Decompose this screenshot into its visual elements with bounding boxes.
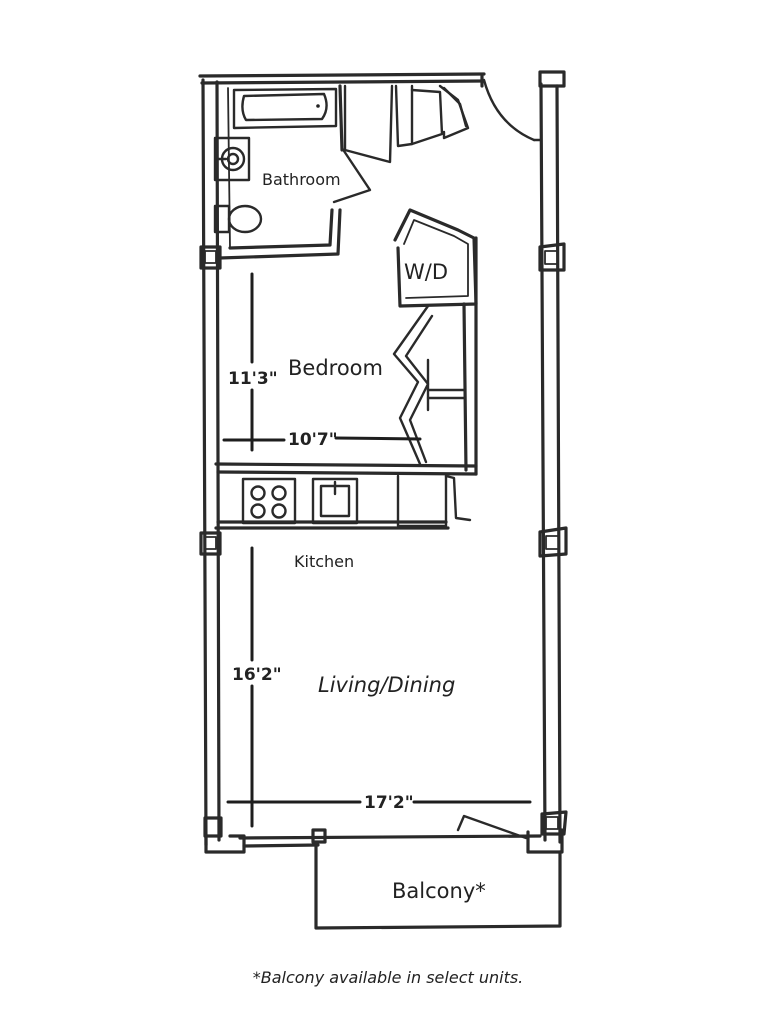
refrigerator	[396, 474, 472, 528]
bedroom-width-label: 10'7"	[288, 430, 338, 450]
column-right-lower	[540, 810, 568, 836]
bedroom-depth-label: 11'3"	[228, 369, 278, 389]
bathtub	[232, 87, 338, 130]
kitchen-label: Kitchen	[294, 552, 354, 571]
columns	[199, 242, 568, 838]
kitchen-sink	[311, 477, 359, 525]
washer-dryer-label: W/D	[404, 260, 448, 284]
balcony	[311, 814, 562, 930]
bathroom	[213, 84, 372, 260]
bedroom-label: Bedroom	[288, 356, 383, 380]
bedroom	[214, 236, 478, 476]
washer-dryer-closet	[393, 208, 478, 308]
toilet	[213, 204, 263, 234]
dimension-lines	[222, 272, 532, 828]
cooktop	[241, 477, 297, 525]
kitchen	[214, 474, 472, 530]
column-left-lower	[203, 816, 223, 838]
living-dining-label: Living/Dining	[318, 673, 455, 697]
living-width-label: 17'2"	[364, 793, 414, 813]
balcony-label: Balcony*	[392, 879, 486, 903]
exterior-walls	[198, 70, 566, 854]
entry-closet	[343, 84, 470, 164]
column-left-middle	[199, 531, 222, 556]
balcony-footnote: *Balcony available in select units.	[252, 968, 524, 987]
entry-door	[480, 74, 542, 142]
column-right-middle	[538, 526, 568, 558]
bathroom-label: Bathroom	[262, 170, 341, 189]
living-depth-label: 16'2"	[232, 665, 282, 685]
bathroom-sink	[213, 136, 251, 182]
column-right-upper	[538, 242, 566, 272]
